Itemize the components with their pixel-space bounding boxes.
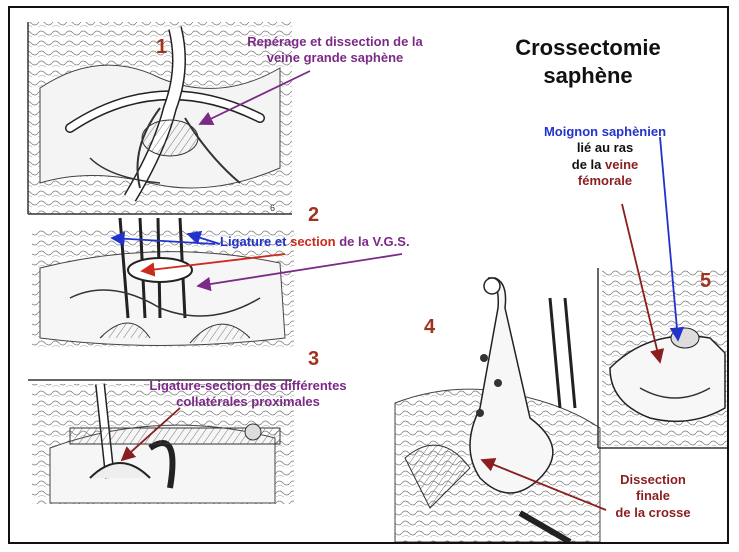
slide-title: Crossectomie saphène (498, 34, 678, 89)
label-step-5-line-3a: de la (572, 157, 605, 172)
panel-5-illustration (598, 268, 727, 448)
label-step-3-line-1: Ligature-section des différentes (128, 378, 368, 394)
label-step-3-line-2: collatérales proximales (128, 394, 368, 410)
step-number-5: 5 (700, 270, 711, 293)
label-section: section (290, 234, 336, 249)
label-step-4-line-3: de la crosse (598, 505, 708, 521)
step-number-2: 2 (308, 204, 319, 227)
step-number-1: 1 (156, 36, 167, 59)
slide-frame: 6 Crossectomie saphène 1 2 3 4 5 Repérag… (8, 6, 729, 544)
label-step-4: Dissection finale de la crosse (598, 472, 708, 521)
step-number-3: 3 (308, 348, 319, 371)
label-vgs: de la V.G.S. (336, 234, 410, 249)
label-and: et (271, 234, 290, 249)
title-line-2: saphène (498, 62, 678, 90)
figure-number: 6 (270, 203, 275, 213)
step-number-4: 4 (424, 316, 435, 339)
label-step-5-line-3b: veine (605, 157, 638, 172)
label-step-4-line-1: Dissection (598, 472, 708, 488)
title-line-1: Crossectomie (498, 34, 678, 62)
label-step-5-line-4: fémorale (530, 173, 680, 189)
label-step-5-line-2: lié au ras (530, 140, 680, 156)
label-step-5-line-1: Moignon saphènien (530, 124, 680, 140)
label-step-5: Moignon saphènien lié au ras de la veine… (530, 124, 680, 189)
label-step-2: Ligature et section de la V.G.S. (220, 234, 470, 250)
label-step-3: Ligature-section des différentes collaté… (128, 378, 368, 411)
label-ligature: Ligature (220, 234, 271, 249)
label-step-4-line-2: finale (598, 488, 708, 504)
label-step-1-line-2: veine grande saphène (210, 50, 460, 66)
label-step-1: Repérage et dissection de la veine grand… (210, 34, 460, 67)
label-step-1-line-1: Repérage et dissection de la (210, 34, 460, 50)
